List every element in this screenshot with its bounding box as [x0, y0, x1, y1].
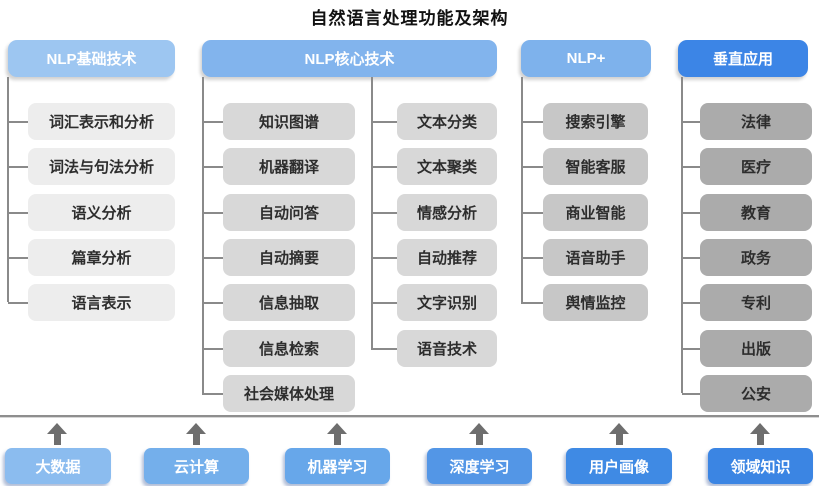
core-tech-node: 自动问答	[223, 194, 355, 231]
connector-line-core-left	[202, 77, 204, 393]
foundation-node: 大数据	[5, 448, 111, 484]
core-tech-node: 信息抽取	[223, 284, 355, 321]
header-nlp-core-tech: NLP核心技术	[202, 40, 497, 77]
core-tech-node: 社会媒体处理	[223, 375, 355, 412]
up-arrow-icon	[609, 423, 629, 446]
vertical-app-node: 专利	[700, 284, 812, 321]
core-tech-node: 自动推荐	[397, 239, 497, 276]
up-arrow-icon	[750, 423, 770, 446]
vertical-app-node: 医疗	[700, 148, 812, 185]
foundation-node: 机器学习	[285, 448, 390, 484]
foundation-node: 深度学习	[427, 448, 532, 484]
core-tech-node: 机器翻译	[223, 148, 355, 185]
vertical-app-node: 公安	[700, 375, 812, 412]
nlp-plus-node: 语音助手	[543, 239, 648, 276]
core-tech-node: 情感分析	[397, 194, 497, 231]
core-tech-node: 文本聚类	[397, 148, 497, 185]
basic-tech-node: 语义分析	[28, 194, 175, 231]
core-tech-node: 文本分类	[397, 103, 497, 140]
connector-line-vertical-apps	[681, 77, 683, 393]
nlp-plus-node: 智能客服	[543, 148, 648, 185]
vertical-app-node: 教育	[700, 194, 812, 231]
core-tech-node: 信息检索	[223, 330, 355, 367]
header-vertical-apps: 垂直应用	[678, 40, 808, 77]
diagram-title: 自然语言处理功能及架构	[310, 9, 509, 28]
vertical-app-node: 出版	[700, 330, 812, 367]
header-nlp-plus: NLP+	[521, 40, 651, 77]
core-tech-node: 语音技术	[397, 330, 497, 367]
basic-tech-node: 篇章分析	[28, 239, 175, 276]
up-arrow-icon	[469, 423, 489, 446]
up-arrow-icon	[186, 423, 206, 446]
foundation-node: 领域知识	[708, 448, 813, 484]
up-arrow-icon	[47, 423, 67, 446]
header-nlp-basic-tech: NLP基础技术	[8, 40, 175, 77]
core-tech-node: 自动摘要	[223, 239, 355, 276]
vertical-app-node: 法律	[700, 103, 812, 140]
vertical-app-node: 政务	[700, 239, 812, 276]
up-arrow-icon	[327, 423, 347, 446]
nlp-plus-node: 舆情监控	[543, 284, 648, 321]
separator-line	[0, 415, 819, 418]
basic-tech-node: 语言表示	[28, 284, 175, 321]
connector-line-nlp-plus	[521, 77, 523, 302]
core-tech-node: 知识图谱	[223, 103, 355, 140]
foundation-node: 云计算	[144, 448, 249, 484]
nlp-plus-node: 商业智能	[543, 194, 648, 231]
connector-line-basic	[7, 77, 9, 302]
basic-tech-node: 词法与句法分析	[28, 148, 175, 185]
nlp-plus-node: 搜索引擎	[543, 103, 648, 140]
core-tech-node: 文字识别	[397, 284, 497, 321]
foundation-node: 用户画像	[566, 448, 672, 484]
basic-tech-node: 词汇表示和分析	[28, 103, 175, 140]
